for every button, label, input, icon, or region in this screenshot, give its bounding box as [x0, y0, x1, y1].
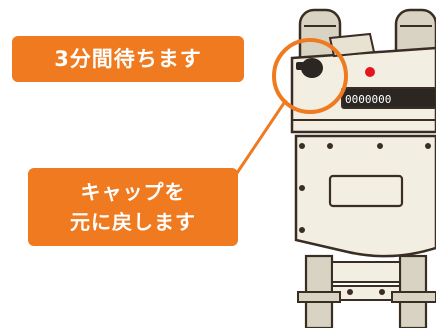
step-label-replace-cap-line2: 元に戻します	[70, 210, 196, 234]
meter-base	[297, 254, 436, 328]
callout-pointer-icon	[233, 99, 288, 177]
step-label-wait: 3分間待ちます	[12, 36, 244, 82]
step-label-replace-cap-line1: キャップを	[80, 180, 186, 204]
counter-window	[341, 87, 436, 109]
counter-digits: 0000000	[345, 93, 391, 106]
indicator-lamp-icon	[365, 67, 375, 77]
cap-icon	[296, 58, 323, 78]
step-label-replace-cap: キャップを 元に戻します	[28, 168, 238, 246]
nameplate	[328, 174, 404, 208]
meter-body	[294, 134, 436, 258]
callout-circle-icon	[272, 38, 348, 114]
